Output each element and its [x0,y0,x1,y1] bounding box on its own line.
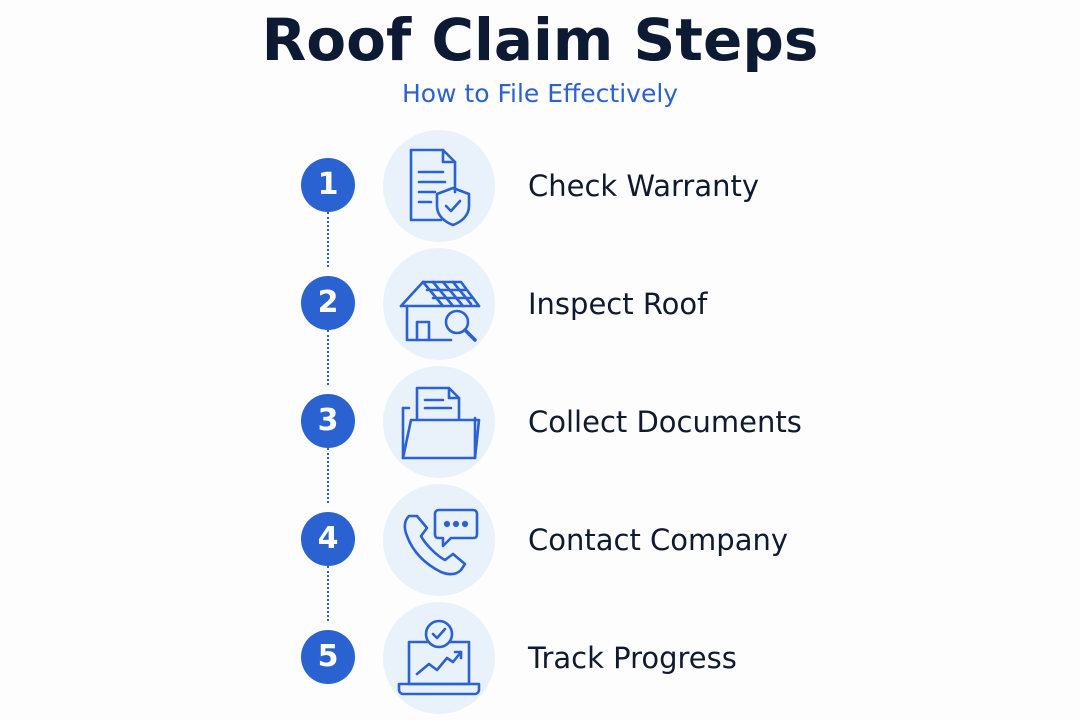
step-number-badge: 3 [301,394,355,448]
document-shield-icon [409,148,471,227]
step-label: Track Progress [528,641,737,675]
step-connector [327,212,329,267]
step-icon-holder [383,366,495,478]
step-label: Contact Company [528,523,789,557]
house-magnifier-icon [399,280,481,342]
step-number-badge: 2 [301,276,355,330]
step-item: 1 Check Warranty [0,128,1080,244]
step-icon-holder [383,130,495,242]
step-label: Collect Documents [528,405,802,439]
step-icon-holder [383,248,495,360]
step-label: Check Warranty [528,169,760,203]
step-icon-holder [383,602,495,714]
step-item: 4 Contact Company [0,482,1080,598]
step-number-badge: 1 [301,158,355,212]
phone-chat-icon [403,508,479,576]
step-icon-holder [383,484,495,596]
step-item: 3 Collect Documents [0,364,1080,480]
step-item: 2 Inspect Roof [0,246,1080,362]
page-title: Roof Claim Steps [261,6,819,74]
step-number-badge: 5 [301,630,355,684]
step-item: 5 Track Progress [0,600,1080,716]
laptop-progress-icon [397,619,481,696]
step-label: Inspect Roof [528,287,708,321]
page-subtitle: How to File Effectively [401,79,679,108]
step-connector [327,448,329,503]
step-connector [327,566,329,621]
folder-documents-icon [401,386,481,460]
step-connector [327,330,329,385]
step-number-badge: 4 [301,512,355,566]
